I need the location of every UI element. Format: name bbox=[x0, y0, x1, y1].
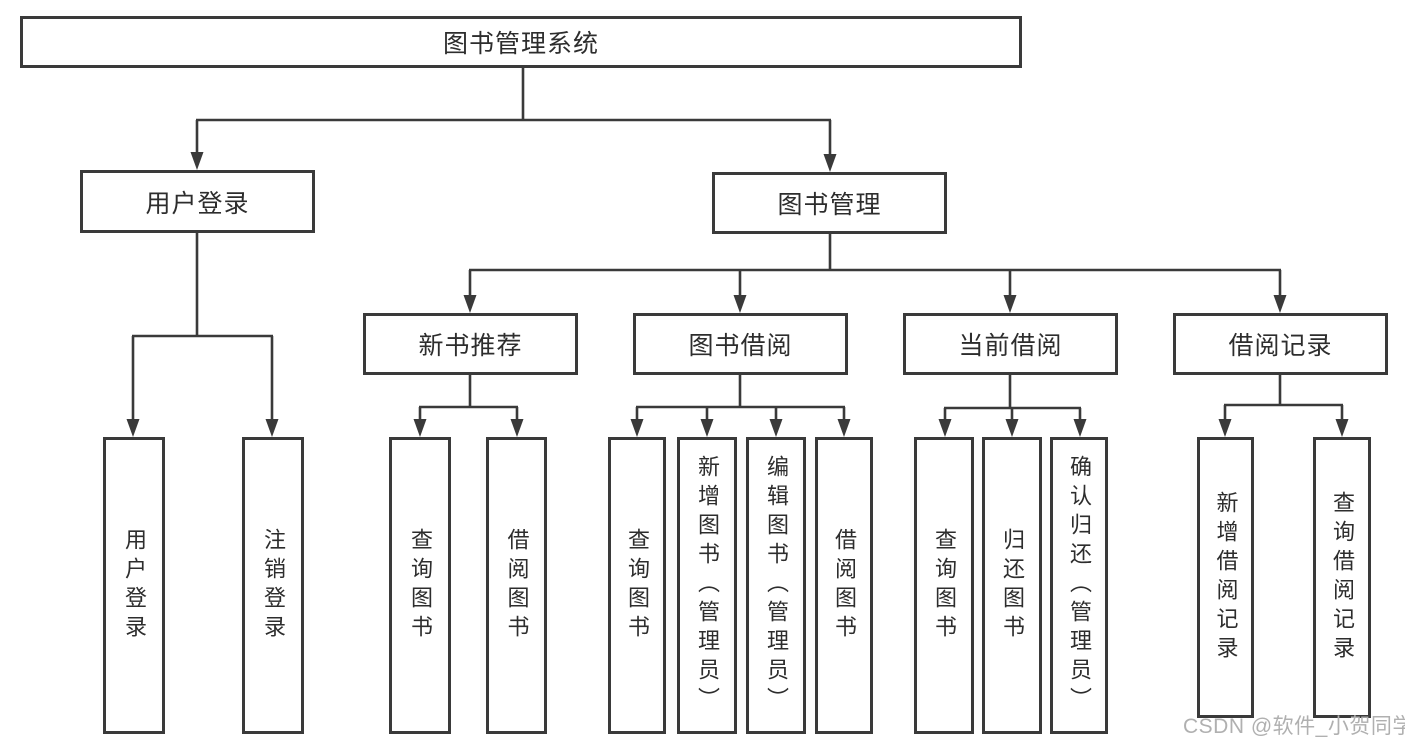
node-new-book-recommend-label: 新书推荐 bbox=[418, 332, 523, 360]
arrowhead-icon bbox=[837, 419, 851, 437]
arrowhead-icon bbox=[700, 419, 714, 437]
leaf-query-books-recommend-label: 查询图书 bbox=[408, 527, 433, 644]
arrowhead-icon bbox=[1273, 295, 1287, 313]
arrowhead-icon bbox=[823, 154, 837, 172]
leaf-borrow-books: 借阅图书 bbox=[815, 437, 873, 734]
arrowhead-icon bbox=[1005, 419, 1019, 437]
arrowhead-icon bbox=[769, 419, 783, 437]
node-new-book-recommend: 新书推荐 bbox=[363, 313, 578, 375]
node-book-borrowing: 图书借阅 bbox=[633, 313, 848, 375]
arrowhead-icon bbox=[413, 419, 427, 437]
node-user-login: 用户登录 bbox=[80, 170, 315, 233]
leaf-logout: 注销登录 bbox=[242, 437, 304, 734]
arrowhead-icon bbox=[265, 419, 279, 437]
leaf-query-books-current-label: 查询图书 bbox=[932, 527, 957, 644]
node-borrowing-records-label: 借阅记录 bbox=[1228, 332, 1333, 360]
leaf-query-books-current: 查询图书 bbox=[914, 437, 974, 734]
leaf-query-borrow-record-label: 查询借阅记录 bbox=[1330, 490, 1355, 665]
arrowhead-icon bbox=[190, 152, 204, 170]
leaf-borrow-books-recommend-label: 借阅图书 bbox=[504, 527, 530, 644]
leaf-edit-books-admin: 编辑图书（管理员） bbox=[746, 437, 806, 734]
arrowhead-icon bbox=[1003, 295, 1017, 313]
arrowhead-icon bbox=[1335, 419, 1349, 437]
arrowhead-icon bbox=[1218, 419, 1232, 437]
leaf-query-books-recommend: 查询图书 bbox=[389, 437, 451, 734]
node-book-management: 图书管理 bbox=[712, 172, 947, 234]
leaf-borrow-books-recommend: 借阅图书 bbox=[486, 437, 547, 734]
arrowhead-icon bbox=[938, 419, 952, 437]
node-book-borrowing-label: 图书借阅 bbox=[688, 332, 793, 360]
node-borrowing-records: 借阅记录 bbox=[1173, 313, 1388, 375]
node-current-borrowing-label: 当前借阅 bbox=[958, 332, 1063, 360]
node-root-label: 图书管理系统 bbox=[442, 30, 599, 58]
leaf-borrow-books-label: 借阅图书 bbox=[832, 527, 857, 644]
arrowhead-icon bbox=[463, 295, 477, 313]
leaf-user-login-label: 用户登录 bbox=[122, 527, 147, 644]
leaf-confirm-return-admin: 确认归还（管理员） bbox=[1050, 437, 1108, 734]
leaf-edit-books-admin-label: 编辑图书（管理员） bbox=[764, 455, 789, 716]
node-current-borrowing: 当前借阅 bbox=[903, 313, 1118, 375]
leaf-add-books-admin-label: 新增图书（管理员） bbox=[695, 455, 720, 716]
leaf-add-books-admin: 新增图书（管理员） bbox=[677, 437, 737, 734]
arrowhead-icon bbox=[510, 419, 524, 437]
node-user-login-label: 用户登录 bbox=[145, 189, 250, 218]
node-book-management-label: 图书管理 bbox=[777, 191, 882, 219]
leaf-confirm-return-admin-label: 确认归还（管理员） bbox=[1067, 455, 1092, 716]
arrowhead-icon bbox=[126, 419, 140, 437]
leaf-logout-label: 注销登录 bbox=[261, 527, 286, 644]
csdn-watermark: CSDN @软件_小贺同学 bbox=[1183, 715, 1405, 738]
leaf-add-borrow-record: 新增借阅记录 bbox=[1197, 437, 1254, 718]
node-root: 图书管理系统 bbox=[20, 16, 1022, 68]
arrowhead-icon bbox=[1073, 419, 1087, 437]
leaf-query-books-borrowing: 查询图书 bbox=[608, 437, 666, 734]
arrowhead-icon bbox=[630, 419, 644, 437]
arrowhead-icon bbox=[733, 295, 747, 313]
leaf-query-borrow-record: 查询借阅记录 bbox=[1313, 437, 1371, 718]
leaf-add-borrow-record-label: 新增借阅记录 bbox=[1213, 490, 1239, 665]
leaf-return-books: 归还图书 bbox=[982, 437, 1042, 734]
leaf-query-books-borrowing-label: 查询图书 bbox=[625, 527, 650, 644]
leaf-return-books-label: 归还图书 bbox=[1000, 527, 1025, 644]
leaf-user-login: 用户登录 bbox=[103, 437, 165, 734]
